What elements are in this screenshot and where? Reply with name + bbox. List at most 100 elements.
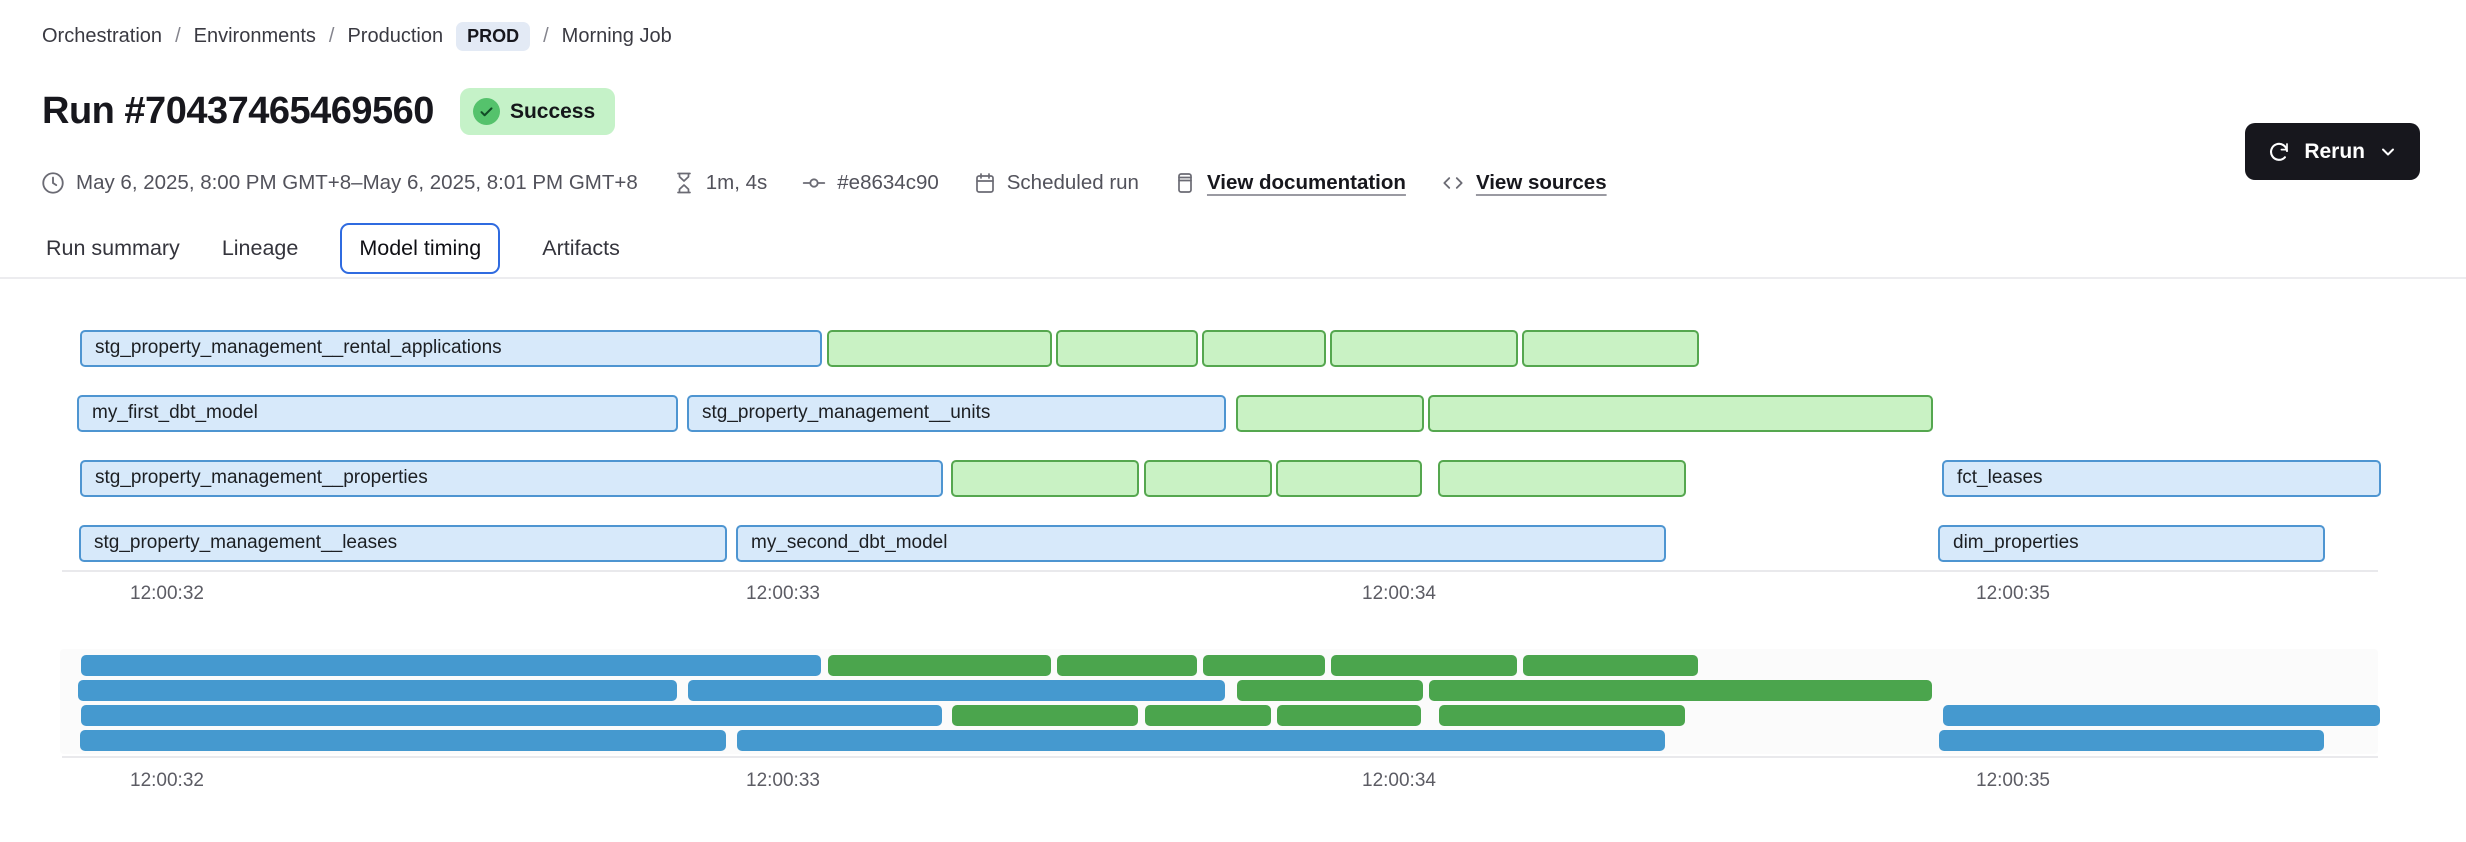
breadcrumb-orchestration[interactable]: Orchestration (42, 25, 162, 48)
test-bar[interactable] (1202, 330, 1326, 367)
refresh-icon (2267, 140, 2291, 164)
model-bar[interactable]: dim_properties (1938, 525, 2325, 562)
tab-lineage[interactable]: Lineage (222, 236, 299, 261)
calendar-icon (973, 171, 997, 195)
time-tick-label: 12:00:35 (1976, 583, 2050, 605)
tab-model-timing[interactable]: Model timing (340, 223, 500, 274)
tab-run-summary[interactable]: Run summary (46, 236, 180, 261)
minimap-axis-line (62, 756, 2378, 758)
model-bar-label: stg_property_management__leases (81, 527, 725, 559)
model-bar-label: my_second_dbt_model (738, 527, 1664, 559)
test-bar[interactable] (951, 460, 1139, 497)
model-bar-label: stg_property_management__properties (82, 462, 941, 494)
model-bar-mini[interactable] (688, 680, 1225, 701)
model-bar[interactable]: my_second_dbt_model (736, 525, 1666, 562)
test-bar-mini[interactable] (1439, 705, 1685, 726)
model-bar-mini[interactable] (81, 705, 942, 726)
test-bar-mini[interactable] (952, 705, 1138, 726)
rerun-button-label: Rerun (2304, 140, 2365, 164)
status-badge-label: Success (510, 100, 595, 124)
run-timerange-text: May 6, 2025, 8:00 PM GMT+8–May 6, 2025, … (76, 171, 638, 195)
test-bar[interactable] (1236, 395, 1424, 432)
model-bar-mini[interactable] (1939, 730, 2324, 751)
breadcrumb-morning-job[interactable]: Morning Job (562, 25, 672, 48)
test-bar-mini[interactable] (1057, 655, 1197, 676)
model-bar-mini[interactable] (78, 680, 677, 701)
model-bar[interactable]: my_first_dbt_model (77, 395, 678, 432)
test-bar-mini[interactable] (1203, 655, 1325, 676)
breadcrumb-environments[interactable]: Environments (194, 25, 316, 48)
model-bar-mini[interactable] (81, 655, 821, 676)
time-axis-line (62, 570, 2378, 572)
tab-artifacts[interactable]: Artifacts (542, 236, 620, 261)
test-bar-mini[interactable] (1277, 705, 1421, 726)
view-sources-link[interactable]: View sources (1476, 171, 1607, 195)
run-trigger: Scheduled run (973, 171, 1139, 195)
view-documentation-link[interactable]: View documentation (1207, 171, 1406, 195)
rerun-button[interactable]: Rerun (2245, 123, 2420, 180)
page-title: Run #70437465469560 (42, 90, 434, 133)
test-bar[interactable] (1522, 330, 1699, 367)
test-bar[interactable] (1276, 460, 1422, 497)
breadcrumb-separator: / (175, 25, 181, 48)
title-row: Run #70437465469560 Success (42, 88, 615, 135)
run-meta-row: May 6, 2025, 8:00 PM GMT+8–May 6, 2025, … (40, 170, 1607, 196)
test-bar[interactable] (1144, 460, 1272, 497)
test-bar[interactable] (1330, 330, 1518, 367)
run-duration-text: 1m, 4s (706, 171, 768, 195)
model-bar-label: my_first_dbt_model (79, 397, 676, 429)
test-bar[interactable] (1438, 460, 1686, 497)
test-bar-mini[interactable] (1237, 680, 1423, 701)
test-bar-mini[interactable] (1331, 655, 1517, 676)
view-documentation: View documentation (1173, 171, 1406, 195)
run-duration: 1m, 4s (672, 171, 768, 195)
time-tick-label: 12:00:33 (746, 583, 820, 605)
run-trigger-text: Scheduled run (1007, 171, 1139, 195)
test-bar[interactable] (1056, 330, 1198, 367)
breadcrumb: Orchestration / Environments / Productio… (42, 22, 672, 51)
time-tick-label: 12:00:34 (1362, 583, 1436, 605)
model-bar-mini[interactable] (1943, 705, 2380, 726)
model-bar[interactable]: stg_property_management__rental_applicat… (80, 330, 822, 367)
model-bar-label: dim_properties (1940, 527, 2323, 559)
test-bar-mini[interactable] (1429, 680, 1932, 701)
view-sources: View sources (1440, 170, 1607, 196)
document-icon (1173, 171, 1197, 195)
time-tick-label: 12:00:33 (746, 770, 820, 792)
commit-icon (801, 170, 827, 196)
breadcrumb-production[interactable]: Production (347, 25, 443, 48)
run-tabs: Run summary Lineage Model timing Artifac… (46, 218, 620, 278)
run-commit-text: #e8634c90 (837, 171, 938, 195)
model-bar[interactable]: stg_property_management__properties (80, 460, 943, 497)
breadcrumb-separator: / (329, 25, 335, 48)
breadcrumb-separator: / (543, 25, 549, 48)
run-timerange: May 6, 2025, 8:00 PM GMT+8–May 6, 2025, … (40, 170, 638, 196)
test-bar-mini[interactable] (828, 655, 1051, 676)
tabs-divider (0, 277, 2466, 279)
hourglass-icon (672, 171, 696, 195)
time-tick-label: 12:00:32 (130, 770, 204, 792)
test-bar-mini[interactable] (1523, 655, 1698, 676)
time-tick-label: 12:00:35 (1976, 770, 2050, 792)
environment-badge: PROD (456, 22, 530, 51)
chevron-down-icon (2378, 142, 2398, 162)
model-bar-mini[interactable] (737, 730, 1665, 751)
time-tick-label: 12:00:34 (1362, 770, 1436, 792)
model-bar[interactable]: stg_property_management__leases (79, 525, 727, 562)
code-icon (1440, 170, 1466, 196)
clock-icon (40, 170, 66, 196)
model-bar-label: stg_property_management__rental_applicat… (82, 332, 820, 364)
model-bar[interactable]: fct_leases (1942, 460, 2381, 497)
model-bar-label: fct_leases (1944, 462, 2379, 494)
run-commit: #e8634c90 (801, 170, 938, 196)
test-bar-mini[interactable] (1145, 705, 1271, 726)
model-bar[interactable]: stg_property_management__units (687, 395, 1226, 432)
model-bar-mini[interactable] (80, 730, 726, 751)
status-badge: Success (460, 88, 615, 135)
test-bar[interactable] (827, 330, 1052, 367)
check-circle-icon (473, 98, 500, 125)
time-tick-label: 12:00:32 (130, 583, 204, 605)
test-bar[interactable] (1428, 395, 1933, 432)
model-bar-label: stg_property_management__units (689, 397, 1224, 429)
